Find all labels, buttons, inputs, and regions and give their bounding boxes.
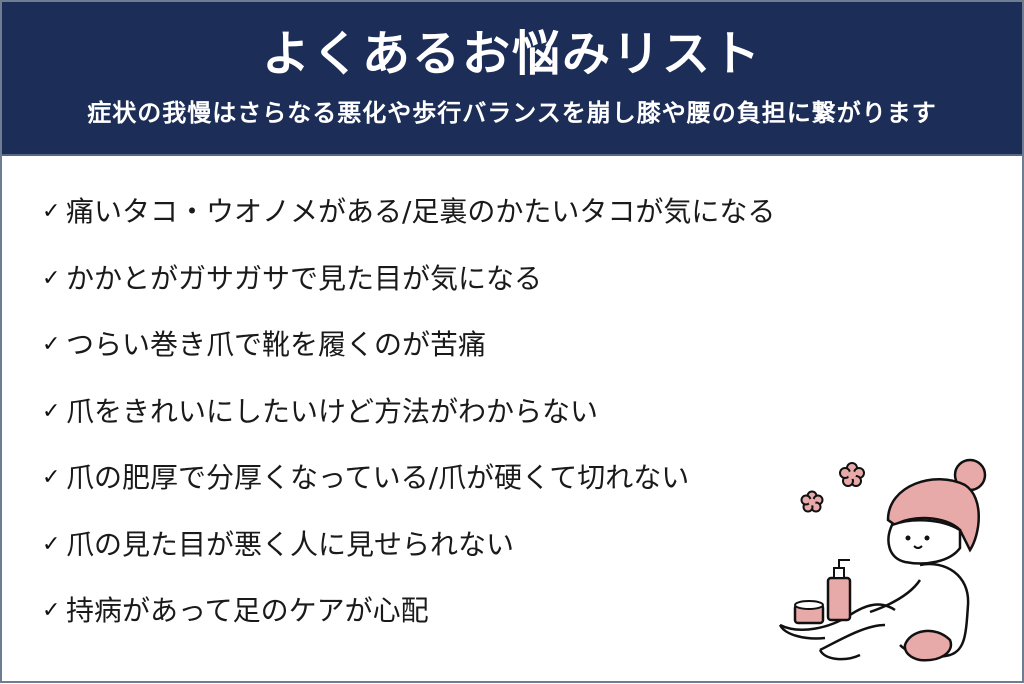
list-item-text: 持病があって足のケアが心配: [62, 589, 439, 635]
list-item: ✓ かかとがガサガサで見た目が気になる: [42, 257, 785, 324]
check-icon: ✓: [42, 598, 61, 623]
check-icon: ✓: [42, 199, 61, 224]
list-item-text: かかとがガサガサで見た目が気になる: [61, 257, 553, 303]
check-icon: ✓: [42, 465, 61, 490]
list-item: ✓ 爪の肥厚で分厚くなっている/爪が硬くて切れない: [42, 456, 785, 523]
list-item: ✓ 爪をきれいにしたいけど方法がわからない: [42, 390, 785, 457]
list-item-text: つらい巻き爪で靴を履くのが苦痛: [61, 323, 497, 369]
page-title: よくあるお悩みリスト: [261, 26, 762, 82]
page-subtitle: 症状の我慢はさらなる悪化や歩行バランスを崩し膝や腰の負担に繋がります: [87, 99, 937, 127]
list-item: ✓ 爪の見た目が悪く人に見せられない: [42, 523, 785, 590]
check-icon: ✓: [42, 332, 61, 357]
list-item-text: 爪をきれいにしたいけど方法がわからない: [61, 390, 609, 436]
check-icon: ✓: [42, 265, 61, 291]
list-item: ✓ 持病があって足のケアが心配: [42, 589, 785, 656]
woman-foot-care-illustration: [770, 440, 1010, 680]
concern-checklist: ✓ 痛いタコ・ウオノメがある/足裏のかたいタコが気になる ✓ かかとがガサガサで…: [42, 190, 786, 656]
list-item-text: 痛いタコ・ウオノメがある/足裏のかたいタコが気になる: [61, 190, 786, 236]
list-item-text: 爪の肥厚で分厚くなっている/爪が硬くて切れない: [61, 456, 700, 502]
list-item-text: 爪の見た目が悪く人に見せられない: [61, 523, 525, 569]
list-item: ✓ つらい巻き爪で靴を履くのが苦痛: [42, 323, 785, 390]
check-icon: ✓: [42, 398, 61, 424]
check-icon: ✓: [42, 531, 61, 557]
flower-icon: [800, 462, 865, 513]
header-banner: よくあるお悩みリスト 症状の我慢はさらなる悪化や歩行バランスを崩し膝や腰の負担に…: [2, 2, 1022, 156]
list-item: ✓ 痛いタコ・ウオノメがある/足裏のかたいタコが気になる: [42, 190, 786, 257]
